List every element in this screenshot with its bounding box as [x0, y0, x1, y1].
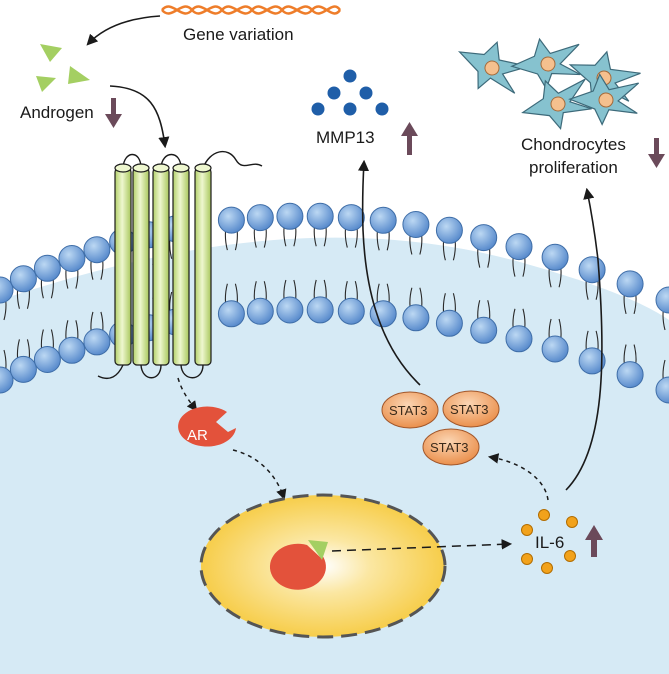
stat3-protein-a [381, 391, 439, 429]
chondrocytes-label-line2: proliferation [529, 158, 618, 177]
androgen-label: Androgen [20, 103, 94, 122]
chondrocytes-down-arrow-icon [648, 138, 665, 168]
mmp13-label: MMP13 [316, 128, 375, 147]
mmp13-molecules [311, 69, 389, 116]
ar-in-nucleus-icon [269, 543, 326, 590]
stat3-label-c: STAT3 [430, 440, 469, 455]
gene-variation-label: Gene variation [183, 25, 294, 44]
il6-up-arrow-icon [585, 525, 603, 557]
stat3-protein-c [422, 428, 480, 466]
stat3-label-b: STAT3 [450, 402, 489, 417]
il6-label: IL-6 [535, 533, 564, 552]
stat3-label-a: STAT3 [389, 403, 428, 418]
arrow-gene-to-androgen [86, 15, 161, 46]
androgen-receptor-membrane-protein [97, 150, 263, 380]
androgen-triangle-icon [68, 66, 90, 84]
dna-helix-icon-strand2 [161, 5, 342, 15]
ar-label: AR [187, 427, 208, 444]
arrow-il6-to-chondrocytes [565, 187, 603, 491]
androgen-down-arrow-icon [105, 98, 122, 128]
androgen-triangle-icon [36, 76, 56, 92]
chondrocytes-label-line1: Chondrocytes [521, 135, 626, 154]
il6-molecules [521, 509, 578, 574]
mmp13-up-arrow-icon [401, 122, 418, 155]
androgen-triangle-icon [40, 44, 62, 62]
chondrocyte-cells [457, 37, 641, 130]
ar-protein-icon [178, 406, 236, 447]
arrow-receptor-to-ar [177, 377, 198, 412]
arrow-androgen-to-receptor [109, 85, 170, 149]
androgen-bound-triangle-icon [308, 540, 328, 560]
arrow-il6-to-stat3 [487, 453, 549, 501]
arrow-stat3-to-mmp13 [357, 159, 421, 386]
arrow-ar-to-nucleus [232, 449, 287, 500]
stat3-protein-b [442, 390, 500, 428]
